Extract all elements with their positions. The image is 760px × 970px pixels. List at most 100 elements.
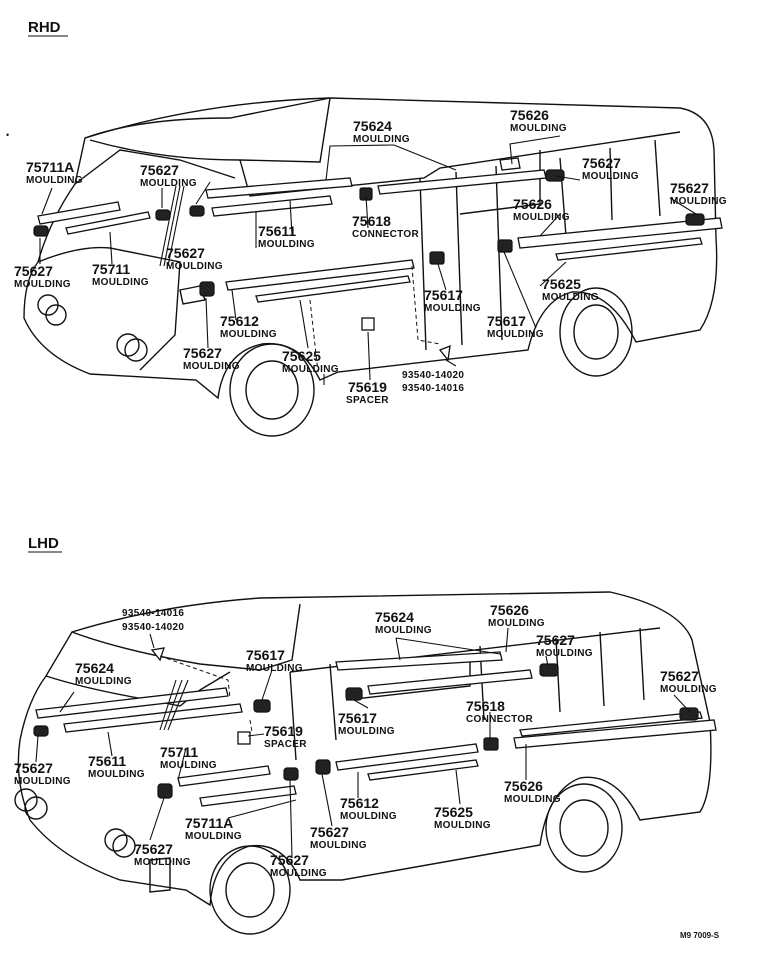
lhd-callout-name: MOULDING — [185, 831, 242, 842]
lhd-part-75626-rear — [513, 719, 717, 749]
lhd-part-75627-a — [33, 725, 49, 737]
lhd-callout-name: MOULDING — [14, 776, 71, 787]
lhd-bolt-number: 93540-14020 — [122, 622, 184, 633]
lhd-part-75627-e — [315, 759, 331, 775]
lhd-callout-name: MOULDING — [340, 811, 397, 822]
rhd-callout-number: 75617 — [424, 287, 463, 303]
lhd-callout-number: 75626 — [490, 602, 529, 618]
rhd-callout-name: MOULDING — [14, 279, 71, 290]
rhd-callout-name: MOULDING — [424, 303, 481, 314]
rhd-callout-name: MOULDING — [140, 178, 197, 189]
rhd-callout-name: MOULDING — [183, 361, 240, 372]
rhd-van-body — [23, 97, 718, 437]
rhd-callout-number: 75624 — [353, 118, 392, 134]
lhd-part-75625-rear — [519, 711, 703, 737]
rhd-labels: 75711A MOULDING 75627 MOULDING 75624 MOU… — [14, 107, 727, 406]
lhd-part-bolt — [150, 647, 165, 662]
lhd-part-75617-a — [345, 687, 363, 701]
rhd-part-75617-top — [499, 157, 521, 171]
lhd-callout-number: 75711 — [160, 744, 198, 760]
lhd-part-75627-b — [253, 699, 271, 713]
lhd-leaders — [35, 627, 691, 859]
lhd-callout-number: 75618 — [466, 698, 505, 714]
lhd-part-75711 — [177, 765, 271, 787]
lhd-callout-name: MOULDING — [536, 648, 593, 659]
rhd-part-75627-d — [545, 169, 565, 182]
lhd-part-75627-f — [539, 663, 559, 677]
rhd-callout-number: 75627 — [140, 162, 179, 178]
lhd-part-75611 — [63, 703, 243, 733]
rhd-part-75627-b — [155, 209, 171, 221]
lhd-callout-name: MOULDING — [375, 625, 432, 636]
lhd-part-75626 — [367, 669, 533, 695]
lhd-callout-number: 75627 — [270, 852, 309, 868]
rhd-callout-number: 75627 — [14, 263, 53, 279]
rhd-part-75711a — [37, 201, 121, 225]
lhd-callout-name: MOULDING — [160, 760, 217, 771]
lhd-part-75612 — [335, 743, 479, 771]
lhd-callout-number: 75619 — [264, 723, 303, 739]
rhd-part-75627-f — [199, 281, 215, 297]
rhd-heading: RHD — [28, 19, 61, 36]
rhd-callout-number: 75611 — [258, 223, 296, 239]
rhd-callout-number: 75627 — [582, 155, 621, 171]
rhd-callout-name: MOULDING — [510, 123, 567, 134]
figure-reference-code: M9 7009-S — [680, 931, 720, 940]
rhd-callout-name: MOULDING — [258, 239, 315, 250]
rhd-part-bolt — [438, 344, 451, 362]
rhd-callout-number: 75625 — [282, 348, 321, 364]
rhd-callout-name: MOULDING — [220, 329, 277, 340]
lhd-bolt-number: 93540-14016 — [122, 608, 184, 619]
rhd-bolt-number: 93540-14016 — [402, 383, 464, 394]
lhd-callout-name: MOULDING — [488, 618, 545, 629]
rhd-part-75617-b — [497, 239, 513, 253]
lhd-callout-number: 75611 — [88, 753, 126, 769]
rhd-callout-name: SPACER — [346, 395, 389, 406]
rhd-callout-number: 75711 — [92, 261, 130, 277]
lhd-callout-number: 75624 — [75, 660, 114, 676]
rhd-callout-number: 75627 — [183, 345, 222, 361]
rhd-callout-name: MOULDING — [166, 261, 223, 272]
lhd-callout-number: 75626 — [504, 778, 543, 794]
lhd-callout-number: 75612 — [340, 795, 379, 811]
rhd-callout-name: MOULDING — [582, 171, 639, 182]
lhd-section: LHD — [14, 535, 720, 940]
rhd-callout-number: 75711A — [26, 159, 74, 175]
rhd-part-75626-b — [517, 217, 723, 249]
rhd-part-75711 — [65, 211, 151, 235]
rhd-callout-number: 75617 — [487, 313, 526, 329]
lhd-callout-name: MOULDING — [504, 794, 561, 805]
lhd-callout-name: MOULDING — [660, 684, 717, 695]
rhd-callout-name: MOULDING — [487, 329, 544, 340]
lhd-heading: LHD — [28, 535, 59, 552]
lhd-callout-number: 75617 — [338, 710, 377, 726]
lhd-labels: 93540-14016 93540-14020 75624 MOULDING 7… — [14, 602, 717, 879]
rhd-callout-name: MOULDING — [282, 364, 339, 375]
rhd-callout-name: MOULDING — [670, 196, 727, 207]
lhd-callout-name: MOULDING — [338, 726, 395, 737]
lhd-callout-name: MOULDING — [246, 663, 303, 674]
lhd-callout-name: SPACER — [264, 739, 307, 750]
lhd-part-75711a — [199, 785, 297, 807]
lhd-part-75627-g — [679, 707, 699, 721]
rhd-section: RHD • — [6, 19, 727, 437]
lhd-part-75619 — [237, 731, 251, 745]
lhd-callout-number: 75624 — [375, 609, 414, 625]
rhd-callout-name: MOULDING — [353, 134, 410, 145]
rhd-callout-number: 75627 — [166, 245, 205, 261]
rhd-callout-number: 75619 — [348, 379, 387, 395]
lhd-callout-name: MOULDING — [75, 676, 132, 687]
rhd-part-75624 — [205, 177, 353, 199]
lhd-parts — [33, 647, 717, 807]
rhd-part-75625-right — [555, 237, 703, 261]
lhd-callout-number: 75625 — [434, 804, 473, 820]
rhd-callout-number: 75626 — [513, 196, 552, 212]
rhd-part-75617 — [429, 251, 445, 265]
rhd-callout-name: CONNECTOR — [352, 229, 419, 240]
rhd-callout-number: 75618 — [352, 213, 391, 229]
rhd-callout-number: 75625 — [542, 276, 581, 292]
rhd-bolt-number: 93540-14020 — [402, 370, 464, 381]
rhd-part-75625 — [255, 275, 411, 303]
rhd-callout-number: 75626 — [510, 107, 549, 123]
